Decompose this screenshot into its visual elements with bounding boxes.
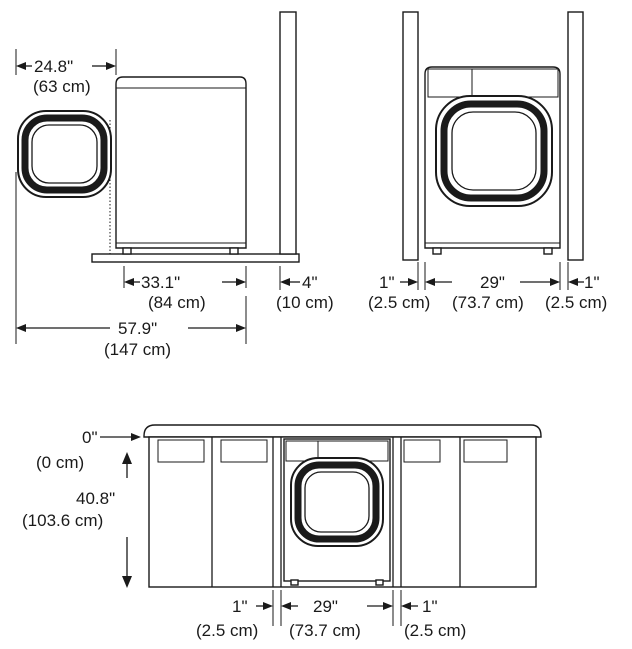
cabinet-drawer-3: [403, 439, 441, 463]
undercounter-width-imperial: 29": [313, 597, 338, 616]
front-door-glass: [451, 111, 537, 191]
undercounter-left-gap-imperial: 1": [232, 597, 248, 616]
front-left-wall: [402, 11, 419, 261]
side-total-depth-imperial: 57.9": [118, 319, 157, 338]
side-rear-wall: [279, 11, 297, 255]
undercounter-width-metric: (73.7 cm): [289, 621, 361, 640]
height-metric: (103.6 cm): [22, 511, 103, 530]
undercounter-door-glass: [304, 471, 370, 533]
side-rear-gap-metric: (10 cm): [276, 293, 334, 312]
cabinet-drawer-4: [463, 439, 508, 463]
front-left-gap-metric: (2.5 cm): [368, 293, 430, 312]
side-door-swing-metric: (63 cm): [33, 77, 91, 96]
side-foot-rear: [229, 247, 239, 255]
front-right-gap-metric: (2.5 cm): [545, 293, 607, 312]
side-depth-imperial: 33.1": [141, 273, 180, 292]
side-open-door-glass: [31, 124, 98, 184]
top-clearance-metric: (0 cm): [36, 453, 84, 472]
side-foot-front: [122, 247, 132, 255]
undercounter-foot-right: [375, 579, 384, 586]
front-right-wall: [567, 11, 584, 261]
undercounter-foot-left: [290, 579, 299, 586]
side-floor-platform: [91, 253, 300, 263]
front-width-metric: (73.7 cm): [452, 293, 524, 312]
front-width-imperial: 29": [480, 273, 505, 292]
top-clearance-imperial: 0": [82, 428, 98, 447]
side-dryer-body: [115, 76, 247, 249]
front-foot-left: [432, 247, 442, 255]
side-door-swing-imperial: 24.8": [34, 57, 73, 76]
side-view: 24.8" (63 cm) 33.1" (84 cm) 4" (10 cm) 5…: [15, 11, 334, 359]
side-open-door-band: [21, 114, 108, 194]
undercounter-right-gap-imperial: 1": [422, 597, 438, 616]
front-door-band: [440, 100, 548, 202]
height-imperial: 40.8": [76, 489, 115, 508]
cabinet-drawer-1: [157, 439, 205, 463]
front-view: 1" (2.5 cm) 29" (73.7 cm) 1" (2.5 cm): [368, 11, 607, 312]
side-depth-metric: (84 cm): [148, 293, 206, 312]
countertop: [143, 424, 542, 438]
undercounter-door-band: [294, 461, 380, 543]
cabinet-drawer-2: [220, 439, 268, 463]
front-foot-right: [543, 247, 553, 255]
undercounter-right-gap-metric: (2.5 cm): [404, 621, 466, 640]
undercounter-left-gap-metric: (2.5 cm): [196, 621, 258, 640]
front-right-gap-imperial: 1": [584, 273, 600, 292]
side-total-depth-metric: (147 cm): [104, 340, 171, 359]
front-left-gap-imperial: 1": [379, 273, 395, 292]
undercounter-view: 0" (0 cm) 40.8" (103.6 cm) 1" (2.5 cm) 2…: [22, 424, 542, 640]
side-rear-gap-imperial: 4": [302, 273, 318, 292]
